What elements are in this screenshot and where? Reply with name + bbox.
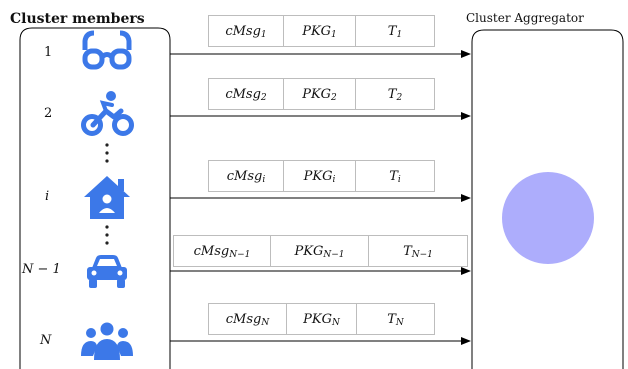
member-label-n-1: N − 1: [22, 262, 61, 277]
aggregator-node: [502, 172, 594, 264]
member-label-n: N: [40, 333, 52, 348]
group-icon: [81, 322, 133, 360]
member-label-2: 2: [44, 106, 53, 121]
car-icon: [87, 255, 127, 288]
member-label-i: i: [45, 189, 50, 204]
member-label-1: 1: [44, 45, 53, 60]
glasses-icon: [82, 30, 132, 70]
aggregator-title: Cluster Aggregator: [466, 11, 584, 25]
cyclist-icon: [81, 91, 134, 136]
home-user-icon: [84, 176, 130, 219]
ellipsis-1-to-i: [105, 143, 109, 163]
aggregator-container: [471, 29, 624, 369]
members-title: Cluster members: [10, 11, 145, 27]
ellipsis-i-to-n: [105, 225, 109, 245]
members-container: [19, 27, 171, 369]
